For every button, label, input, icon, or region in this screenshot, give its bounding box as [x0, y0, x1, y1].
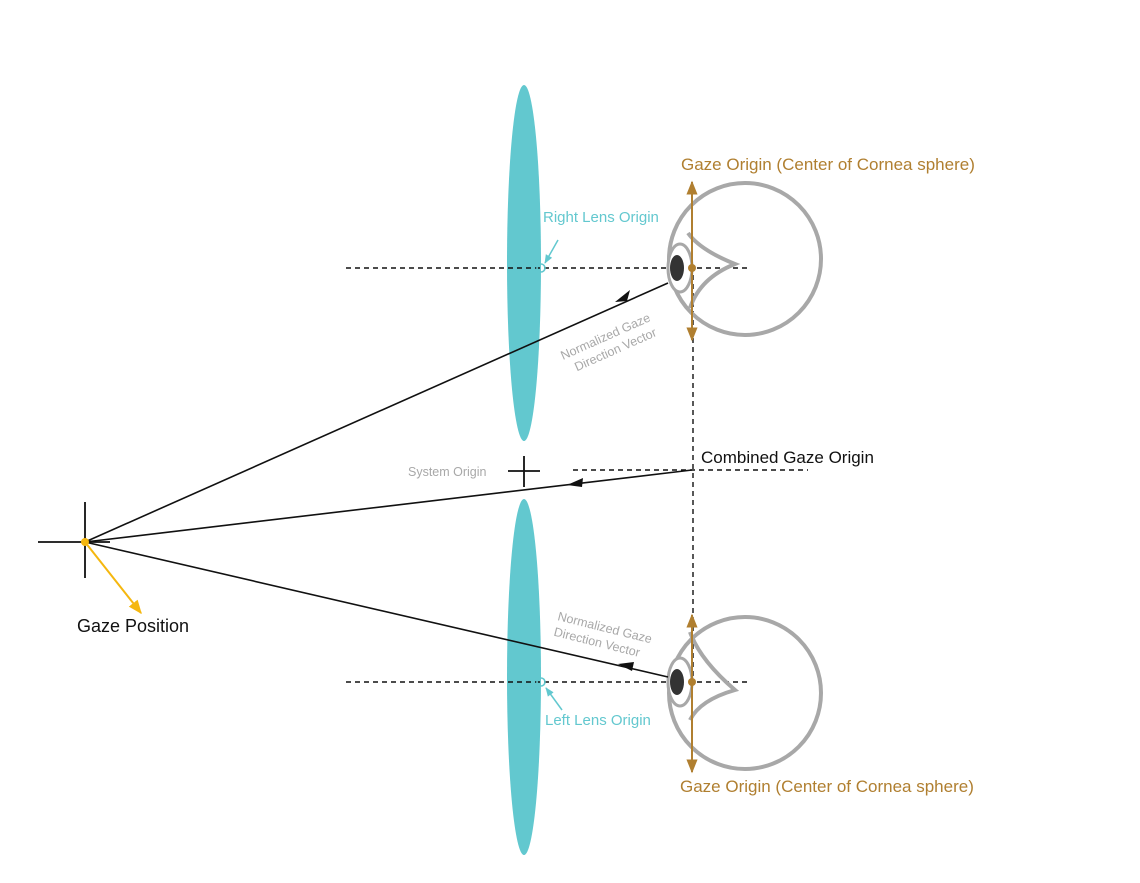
gaze-position-label: Gaze Position [77, 616, 189, 636]
right-pupil [670, 255, 684, 281]
left-lens [507, 499, 541, 855]
combined-gaze-origin-label: Combined Gaze Origin [701, 448, 874, 467]
gaze-origin-bottom-label: Gaze Origin (Center of Cornea sphere) [680, 777, 974, 796]
right-gaze-ray [84, 282, 669, 543]
right-lens-origin-label: Right Lens Origin [543, 209, 659, 226]
gaze-origin-top-label: Gaze Origin (Center of Cornea sphere) [681, 155, 975, 174]
normalized-top-label: Normalized Gaze Direction Vector [559, 311, 659, 374]
left-lens-origin-label: Left Lens Origin [545, 712, 651, 729]
right-ray-arrowhead [615, 290, 630, 302]
left-cornea [688, 631, 740, 721]
system-origin-label: System Origin [408, 465, 487, 479]
right-lens-origin-marker [536, 263, 546, 273]
combined-ray-arrowhead [567, 478, 583, 487]
left-ray-arrowhead [618, 662, 634, 671]
right-lens [507, 85, 541, 441]
right-eye [666, 181, 823, 337]
right-gaze-origin-dot [688, 264, 696, 272]
left-gaze-origin-dot [688, 678, 696, 686]
left-gaze-ray [84, 541, 669, 678]
left-lens-origin-marker [536, 677, 546, 687]
gaze-position-arrow [84, 541, 142, 615]
left-eye [666, 615, 823, 771]
left-lens-origin-pointer [545, 687, 563, 711]
combined-gaze-ray [84, 469, 693, 543]
right-lens-origin-pointer [544, 239, 559, 264]
left-pupil [670, 669, 684, 695]
